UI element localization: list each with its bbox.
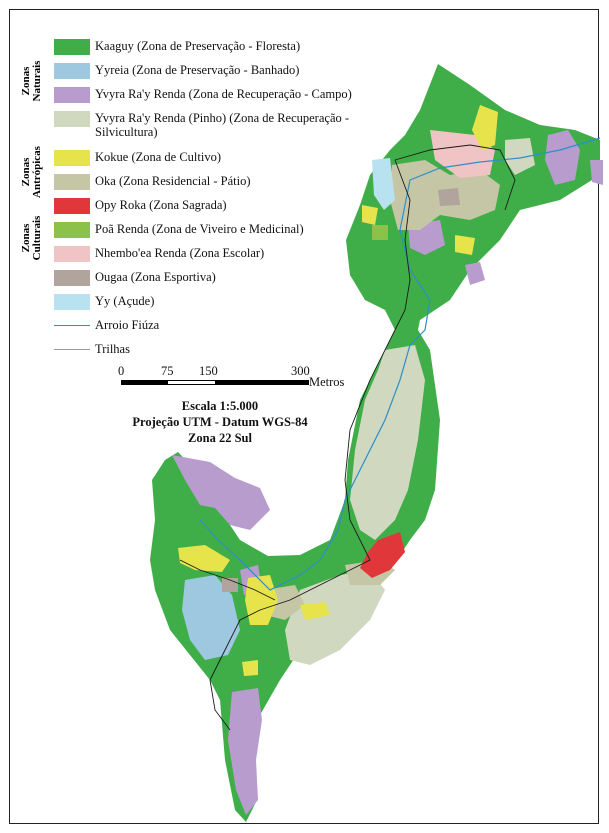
scale-text: Escala 1:5.000 bbox=[181, 399, 259, 413]
trilhas bbox=[394, 144, 516, 211]
trilhas bbox=[209, 159, 411, 731]
legend-label: Yvyra Ra'y Renda (Pinho) (Zona de Recupe… bbox=[95, 111, 349, 139]
zone-acude bbox=[372, 158, 395, 210]
legend-item-poa-renda: Poã Renda (Zona de Viveiro e Medicinal) bbox=[54, 222, 304, 240]
legend-group-culturais: Zonas Culturais bbox=[20, 215, 43, 261]
zone-silvicultura bbox=[505, 138, 535, 175]
legend-label: Oka (Zona Residencial - Pátio) bbox=[95, 174, 251, 188]
scale-tick-300: 300 bbox=[291, 364, 310, 378]
legend-swatch bbox=[54, 270, 90, 286]
legend-item-oka: Oka (Zona Residencial - Pátio) bbox=[54, 174, 251, 192]
zone-campo bbox=[172, 455, 270, 530]
zone-silvicultura bbox=[285, 570, 385, 665]
legend-line-swatch bbox=[54, 318, 90, 334]
legend-label: Arroio Fiúza bbox=[95, 318, 160, 332]
zone-kokue bbox=[300, 602, 330, 620]
map-frame bbox=[9, 9, 599, 824]
zone-opy-roka bbox=[360, 532, 405, 578]
scale-bar bbox=[121, 380, 309, 385]
zone-campo bbox=[228, 688, 262, 815]
scale-unit: Metros bbox=[309, 375, 345, 389]
zone-ougaa bbox=[438, 188, 460, 206]
zone-kokue bbox=[242, 660, 258, 676]
legend-label: Opy Roka (Zona Sagrada) bbox=[95, 198, 227, 212]
legend-label: Kaaguy (Zona de Preservação - Floresta) bbox=[95, 39, 301, 53]
legend-swatch bbox=[54, 198, 90, 214]
zone-campo bbox=[545, 130, 580, 185]
zone-silvicultura bbox=[350, 345, 425, 540]
legend-item-opy-roka: Opy Roka (Zona Sagrada) bbox=[54, 198, 227, 216]
legend-item-yyreia: Yyreia (Zona de Preservação - Banhado) bbox=[54, 63, 299, 81]
legend-item-ougaa: Ougaa (Zona Esportiva) bbox=[54, 270, 216, 288]
zone-kokue bbox=[472, 105, 498, 150]
legend-item-nhemboea: Nhembo'ea Renda (Zona Escolar) bbox=[54, 246, 264, 264]
legend-item-kokue: Kokue (Zona de Cultivo) bbox=[54, 150, 221, 168]
legend-swatch bbox=[54, 174, 90, 190]
legend-item-arroio: Arroio Fiúza bbox=[54, 318, 159, 336]
zone-poa-renda bbox=[372, 225, 388, 240]
zone-text: Zona 22 Sul bbox=[188, 431, 252, 445]
legend-swatch bbox=[54, 111, 90, 127]
legend-label: Nhembo'ea Renda (Zona Escolar) bbox=[95, 246, 265, 260]
legend-item-silvicultura: Yvyra Ra'y Renda (Pinho) (Zona de Recupe… bbox=[54, 111, 349, 143]
legend-label: Poã Renda (Zona de Viveiro e Medicinal) bbox=[95, 222, 304, 236]
zone-campo bbox=[590, 160, 603, 185]
trilhas bbox=[179, 559, 276, 601]
legend-swatch bbox=[54, 294, 90, 310]
legend-label: Yyreia (Zona de Preservação - Banhado) bbox=[95, 63, 300, 77]
scale-tick-150: 150 bbox=[199, 364, 218, 378]
legend-swatch bbox=[54, 150, 90, 166]
zone-kokue bbox=[455, 235, 475, 255]
legend-swatch bbox=[54, 222, 90, 238]
legend-group-naturais: Zonas Naturais bbox=[20, 60, 43, 102]
arroio-fiuza bbox=[199, 137, 601, 591]
legend-swatch bbox=[54, 63, 90, 79]
legend-label: Trilhas bbox=[95, 342, 130, 356]
legend-swatch bbox=[54, 246, 90, 262]
legend-item-trilhas: Trilhas bbox=[54, 342, 130, 360]
legend-label-line2: Silvicultura) bbox=[95, 125, 158, 139]
legend-label: Yvyra Ra'y Renda (Zona de Recuperação - … bbox=[95, 87, 352, 101]
legend-item-campo: Yvyra Ra'y Renda (Zona de Recuperação - … bbox=[54, 87, 352, 105]
legend-label: Kokue (Zona de Cultivo) bbox=[95, 150, 222, 164]
zone-campo bbox=[465, 262, 485, 285]
legend-swatch bbox=[54, 39, 90, 55]
legend-swatch bbox=[54, 87, 90, 103]
scale-tick-0: 0 bbox=[118, 364, 125, 378]
scale-tick-75: 75 bbox=[161, 364, 174, 378]
legend-group-antropicas: Zonas Antrópicas bbox=[20, 146, 43, 198]
zone-banhado bbox=[182, 575, 240, 660]
legend-label: Ougaa (Zona Esportiva) bbox=[95, 270, 216, 284]
legend-label-line1: Yvyra Ra'y Renda (Pinho) (Zona de Recupe… bbox=[95, 111, 350, 125]
projection-text: Projeção UTM - Datum WGS-84 bbox=[132, 415, 308, 429]
legend-line-swatch bbox=[54, 342, 90, 358]
legend-item-kaaguy: Kaaguy (Zona de Preservação - Floresta) bbox=[54, 39, 300, 57]
legend-label: Yy (Açude) bbox=[95, 294, 155, 308]
legend-item-yy: Yy (Açude) bbox=[54, 294, 154, 312]
zone-kokue bbox=[245, 575, 278, 625]
zone-kokue bbox=[362, 205, 378, 225]
